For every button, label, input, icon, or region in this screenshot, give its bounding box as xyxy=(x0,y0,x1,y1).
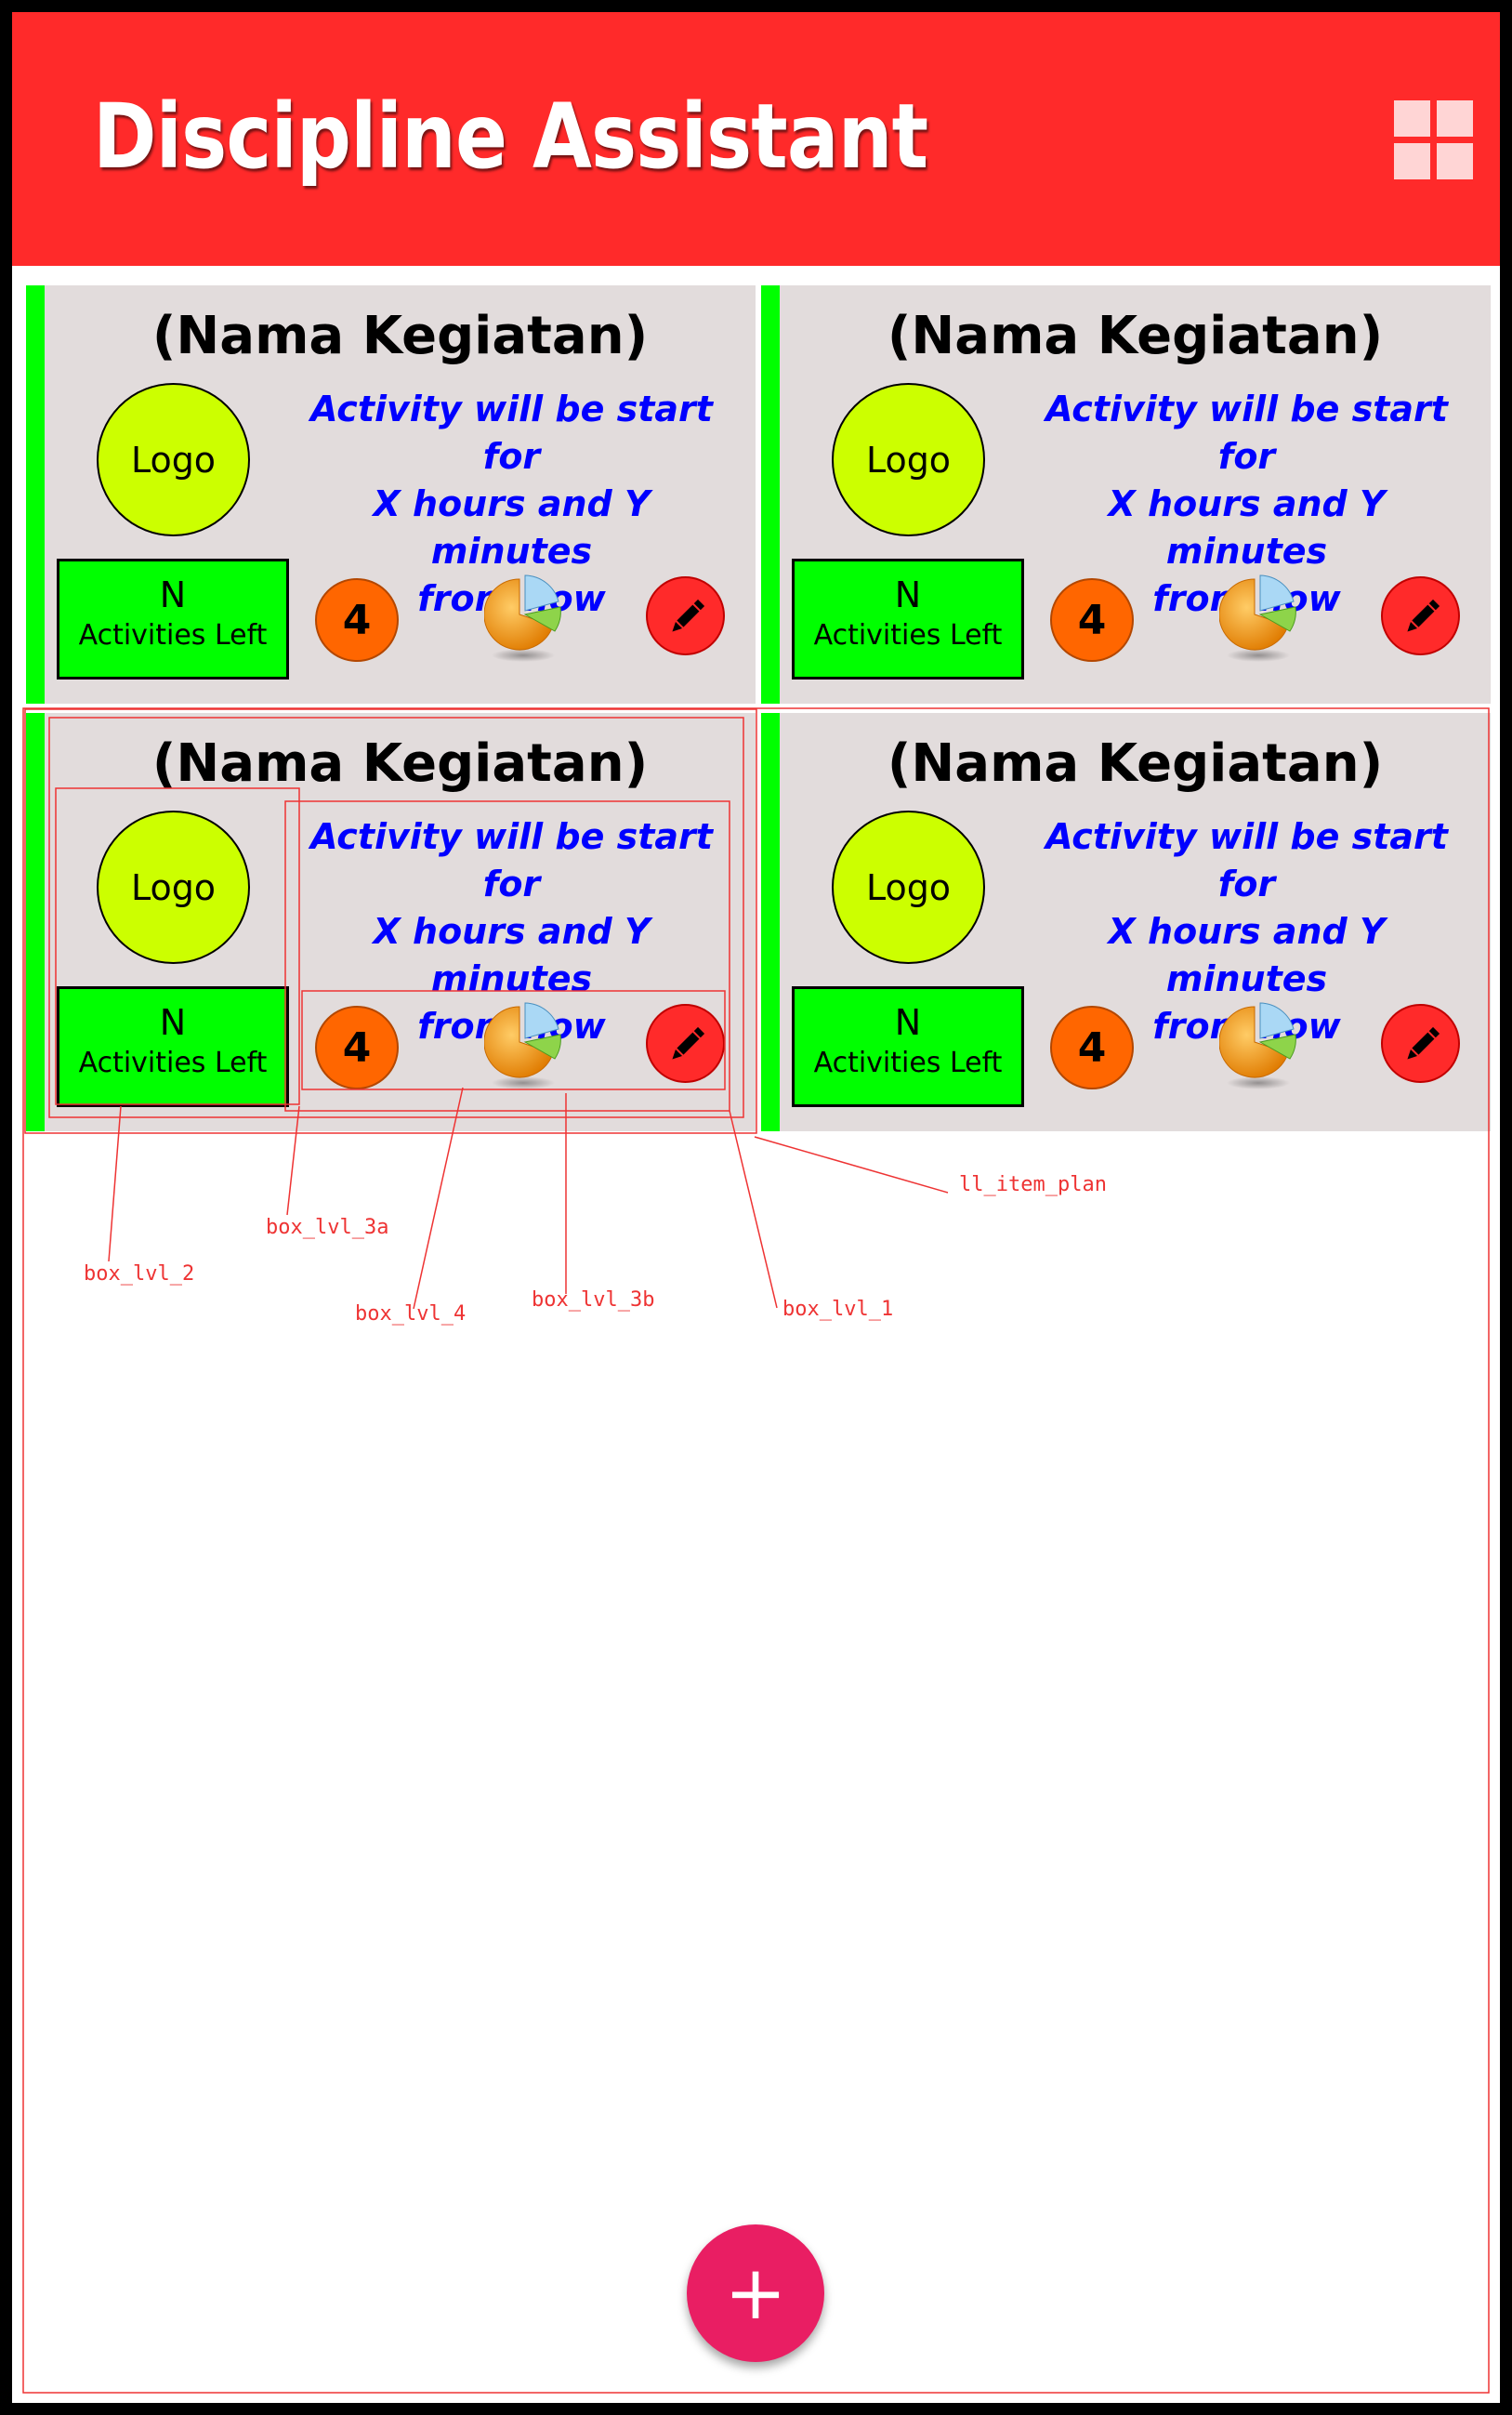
edit-button[interactable] xyxy=(646,1004,725,1083)
activity-card[interactable]: (Nama Kegiatan) Logo Activity will be st… xyxy=(26,713,756,1131)
countdown-line: X hours and Y minutes xyxy=(373,483,651,572)
activity-count-badge: 4 xyxy=(1050,1006,1134,1089)
grid-view-icon[interactable] xyxy=(1394,100,1473,179)
activity-logo: Logo xyxy=(832,383,985,536)
add-icon: + xyxy=(724,2250,787,2336)
activity-count-badge: 4 xyxy=(1050,578,1134,662)
activity-count-badge: 4 xyxy=(315,578,399,662)
activity-logo: Logo xyxy=(97,811,250,964)
activity-title: (Nama Kegiatan) xyxy=(151,733,649,794)
card-status-stripe xyxy=(26,285,45,704)
edit-button[interactable] xyxy=(1381,576,1460,655)
card-status-stripe xyxy=(761,713,780,1131)
card-status-stripe xyxy=(761,285,780,704)
countdown-line: Activity will be start for xyxy=(1045,389,1448,477)
app-bar: Discipline Assistant xyxy=(12,12,1500,266)
countdown-line: Activity will be start for xyxy=(310,389,713,477)
activity-card[interactable]: (Nama Kegiatan) Logo Activity will be st… xyxy=(26,285,756,704)
activities-left-count: N xyxy=(159,574,187,615)
countdown-line: X hours and Y minutes xyxy=(1108,911,1386,999)
activities-left-label: Activities Left xyxy=(813,1047,1003,1079)
activity-count-badge: 4 xyxy=(315,1006,399,1089)
countdown-line: Activity will be start for xyxy=(310,816,713,904)
pencil-icon xyxy=(1407,1026,1440,1060)
activities-left-box: N Activities Left xyxy=(792,986,1024,1107)
pencil-icon xyxy=(1407,599,1440,632)
pie-chart-icon[interactable] xyxy=(483,574,568,666)
activities-left-label: Activities Left xyxy=(813,619,1003,652)
countdown-line: X hours and Y minutes xyxy=(1108,483,1386,572)
edit-button[interactable] xyxy=(1381,1004,1460,1083)
activities-left-label: Activities Left xyxy=(78,619,268,652)
pencil-icon xyxy=(672,599,705,632)
activity-logo: Logo xyxy=(832,811,985,964)
activities-left-label: Activities Left xyxy=(78,1047,268,1079)
activity-title: (Nama Kegiatan) xyxy=(151,306,649,366)
card-status-stripe xyxy=(26,713,45,1131)
app-title: Discipline Assistant xyxy=(93,85,928,189)
countdown-line: Activity will be start for xyxy=(1045,816,1448,904)
activities-left-count: N xyxy=(159,1002,187,1043)
add-activity-button[interactable]: + xyxy=(687,2224,824,2362)
countdown-line: X hours and Y minutes xyxy=(373,911,651,999)
activities-left-count: N xyxy=(894,1002,922,1043)
pie-chart-icon[interactable] xyxy=(1218,1001,1303,1094)
pencil-icon xyxy=(672,1026,705,1060)
activity-title: (Nama Kegiatan) xyxy=(887,306,1384,366)
activity-title: (Nama Kegiatan) xyxy=(887,733,1384,794)
activities-left-box: N Activities Left xyxy=(792,559,1024,680)
activity-logo: Logo xyxy=(97,383,250,536)
activity-start-countdown: Activity will be start for X hours and Y… xyxy=(291,386,732,623)
activity-card[interactable]: (Nama Kegiatan) Logo Activity will be st… xyxy=(761,285,1491,704)
pie-chart-icon[interactable] xyxy=(483,1001,568,1094)
activities-left-box: N Activities Left xyxy=(57,986,289,1107)
activities-left-box: N Activities Left xyxy=(57,559,289,680)
activities-left-count: N xyxy=(894,574,922,615)
edit-button[interactable] xyxy=(646,576,725,655)
pie-chart-icon[interactable] xyxy=(1218,574,1303,666)
activity-card[interactable]: (Nama Kegiatan) Logo Activity will be st… xyxy=(761,713,1491,1131)
